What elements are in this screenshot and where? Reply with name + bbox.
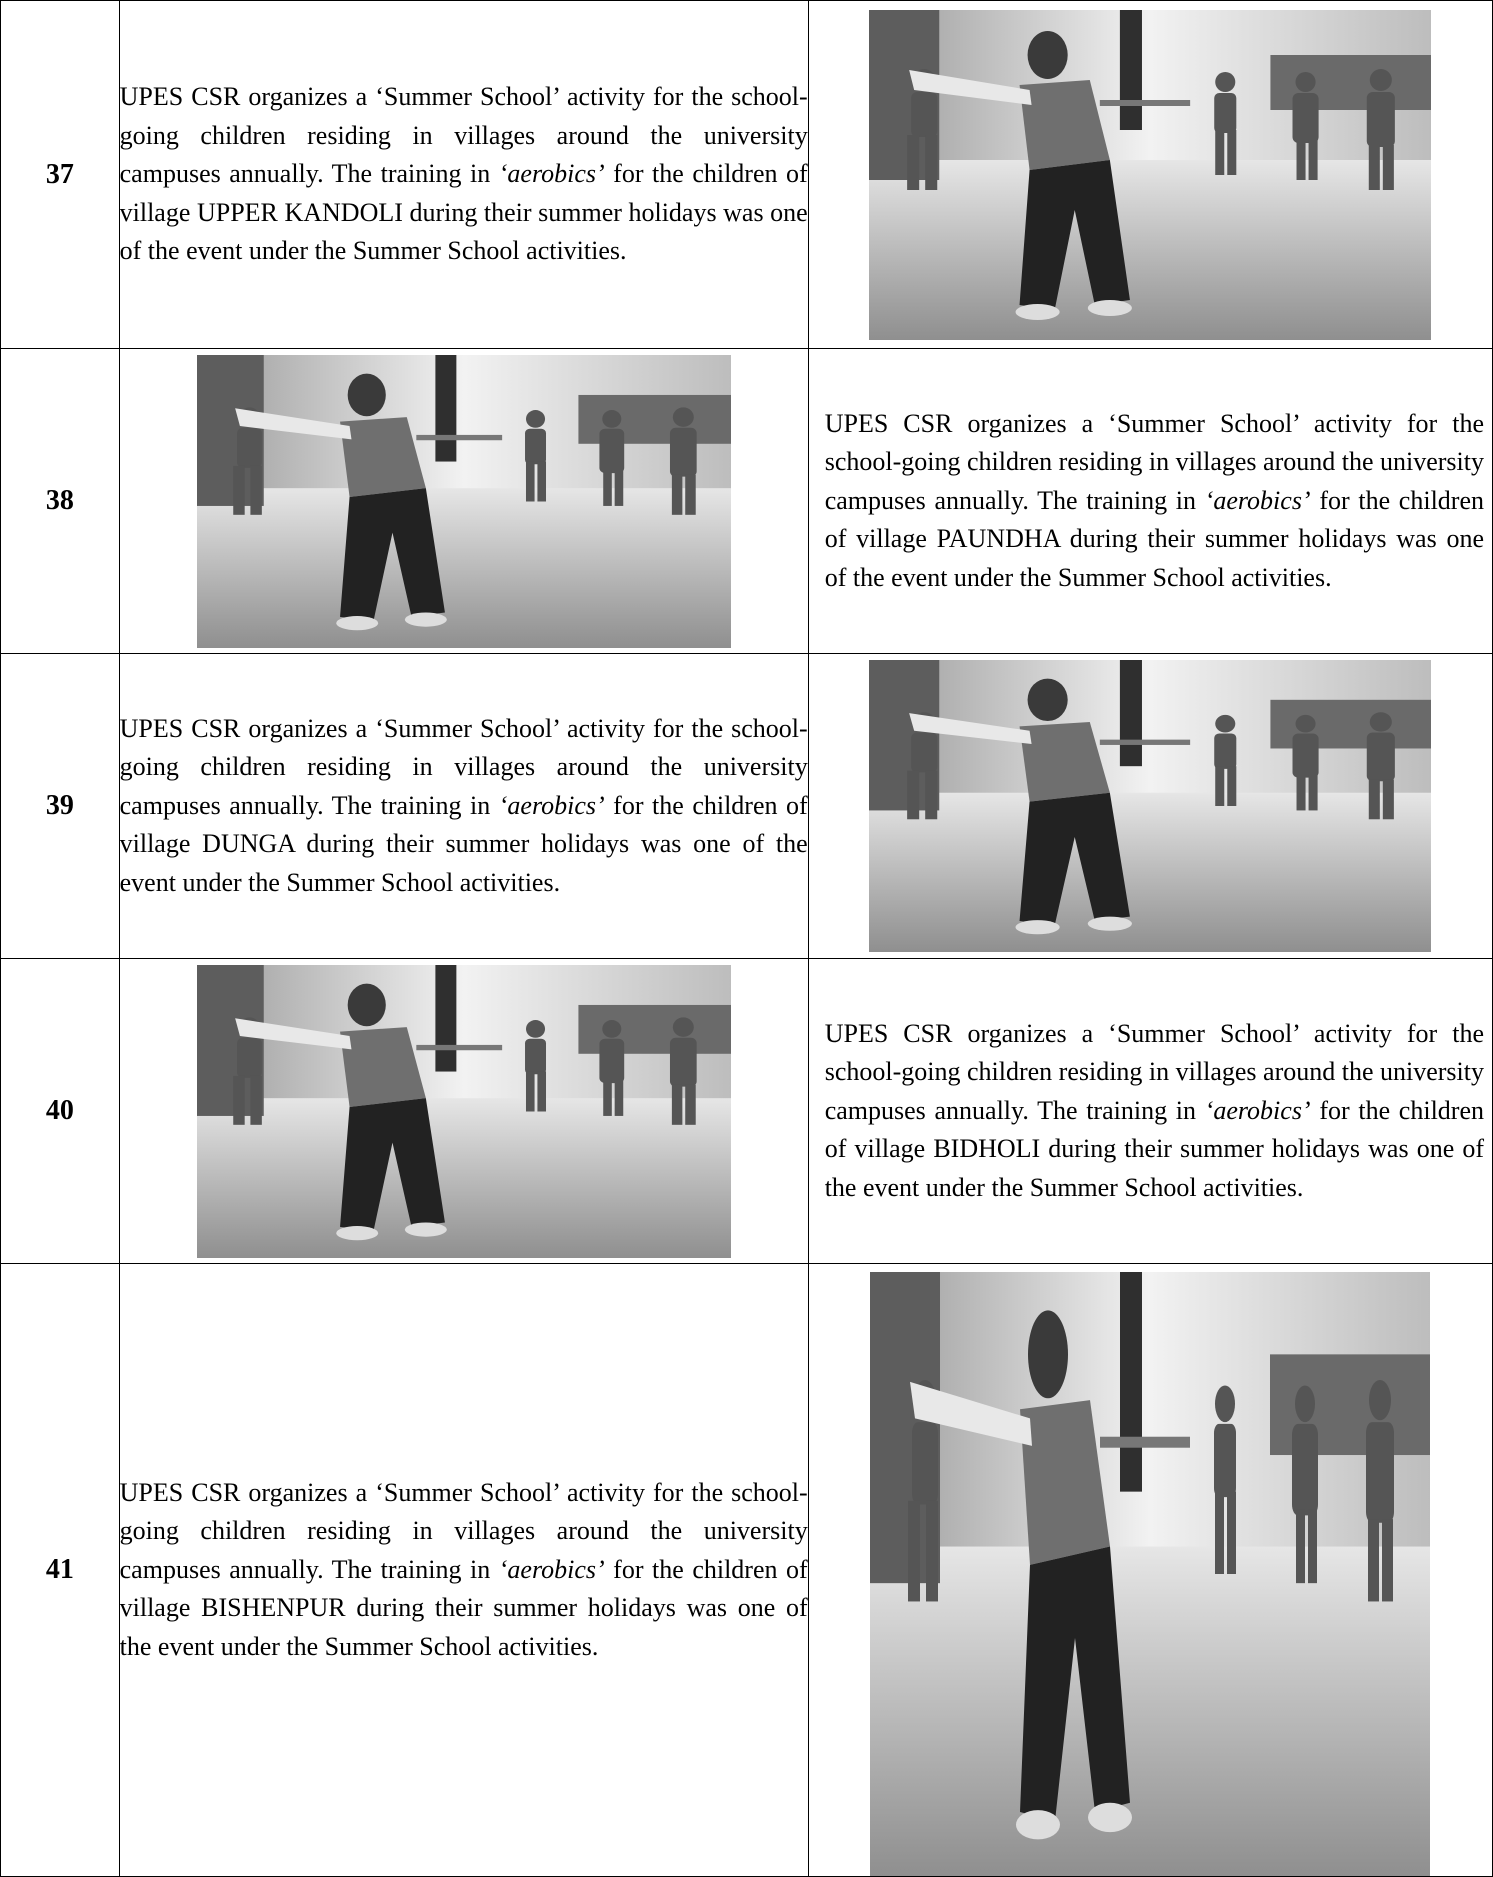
aerobics-photo bbox=[196, 964, 731, 1258]
activity-description: UPES CSR organizes a ‘Summer School’ act… bbox=[807, 958, 1493, 1264]
photo-cell bbox=[807, 0, 1493, 349]
row-number: 40 bbox=[0, 958, 120, 1264]
activity-description: UPES CSR organizes a ‘Summer School’ act… bbox=[118, 653, 809, 959]
description-text-before: UPES CSR organizes a ‘Summer School’ act… bbox=[824, 1018, 1484, 1125]
activity-name: ‘aerobics’ bbox=[498, 1554, 605, 1584]
description-text-after: for the children of village BIDHOLI duri… bbox=[824, 1095, 1484, 1202]
activity-name: ‘aerobics’ bbox=[498, 790, 605, 820]
description-text-before: UPES CSR organizes a ‘Summer School’ act… bbox=[119, 82, 808, 189]
description-text-after: for the children of village UPPER KANDOL… bbox=[119, 159, 808, 266]
description-text-before: UPES CSR organizes a ‘Summer School’ act… bbox=[119, 713, 808, 820]
row-number: 39 bbox=[0, 653, 120, 959]
photo-cell bbox=[807, 1263, 1493, 1877]
activity-description: UPES CSR organizes a ‘Summer School’ act… bbox=[118, 0, 809, 349]
description-text-after: for the children of village PAUNDHA duri… bbox=[824, 485, 1484, 592]
row-number: 37 bbox=[0, 0, 120, 349]
description-text-after: for the children of village DUNGA during… bbox=[119, 790, 808, 897]
aerobics-photo bbox=[196, 354, 731, 648]
description-text-after: for the children of village BISHENPUR du… bbox=[119, 1554, 808, 1661]
activity-name: ‘aerobics’ bbox=[1204, 1095, 1311, 1125]
table-row: 39 UPES CSR organizes a ‘Summer School’ … bbox=[0, 653, 1493, 959]
table-row: 41 UPES CSR organizes a ‘Summer School’ … bbox=[0, 1263, 1493, 1877]
activity-name: ‘aerobics’ bbox=[498, 159, 605, 189]
activity-description: UPES CSR organizes a ‘Summer School’ act… bbox=[118, 1263, 809, 1877]
table-row: 37 UPES CSR organizes a ‘Summer School’ … bbox=[0, 0, 1493, 349]
row-number: 38 bbox=[0, 348, 120, 654]
activity-description: UPES CSR organizes a ‘Summer School’ act… bbox=[807, 348, 1493, 654]
aerobics-photo bbox=[870, 1272, 1431, 1876]
table-row: 40 UPES CSR organizes a ‘Summer School’ … bbox=[0, 958, 1493, 1264]
description-text-before: UPES CSR organizes a ‘Summer School’ act… bbox=[824, 408, 1484, 515]
description-text-before: UPES CSR organizes a ‘Summer School’ act… bbox=[119, 1477, 808, 1584]
aerobics-photo bbox=[869, 9, 1432, 340]
photo-cell bbox=[118, 958, 809, 1264]
row-number: 41 bbox=[0, 1263, 120, 1877]
photo-cell bbox=[807, 653, 1493, 959]
aerobics-photo bbox=[869, 660, 1432, 952]
table-row: 38 UPES CSR organizes a ‘Summer School’ … bbox=[0, 348, 1493, 654]
activity-name: ‘aerobics’ bbox=[1204, 485, 1311, 515]
photo-cell bbox=[118, 348, 809, 654]
